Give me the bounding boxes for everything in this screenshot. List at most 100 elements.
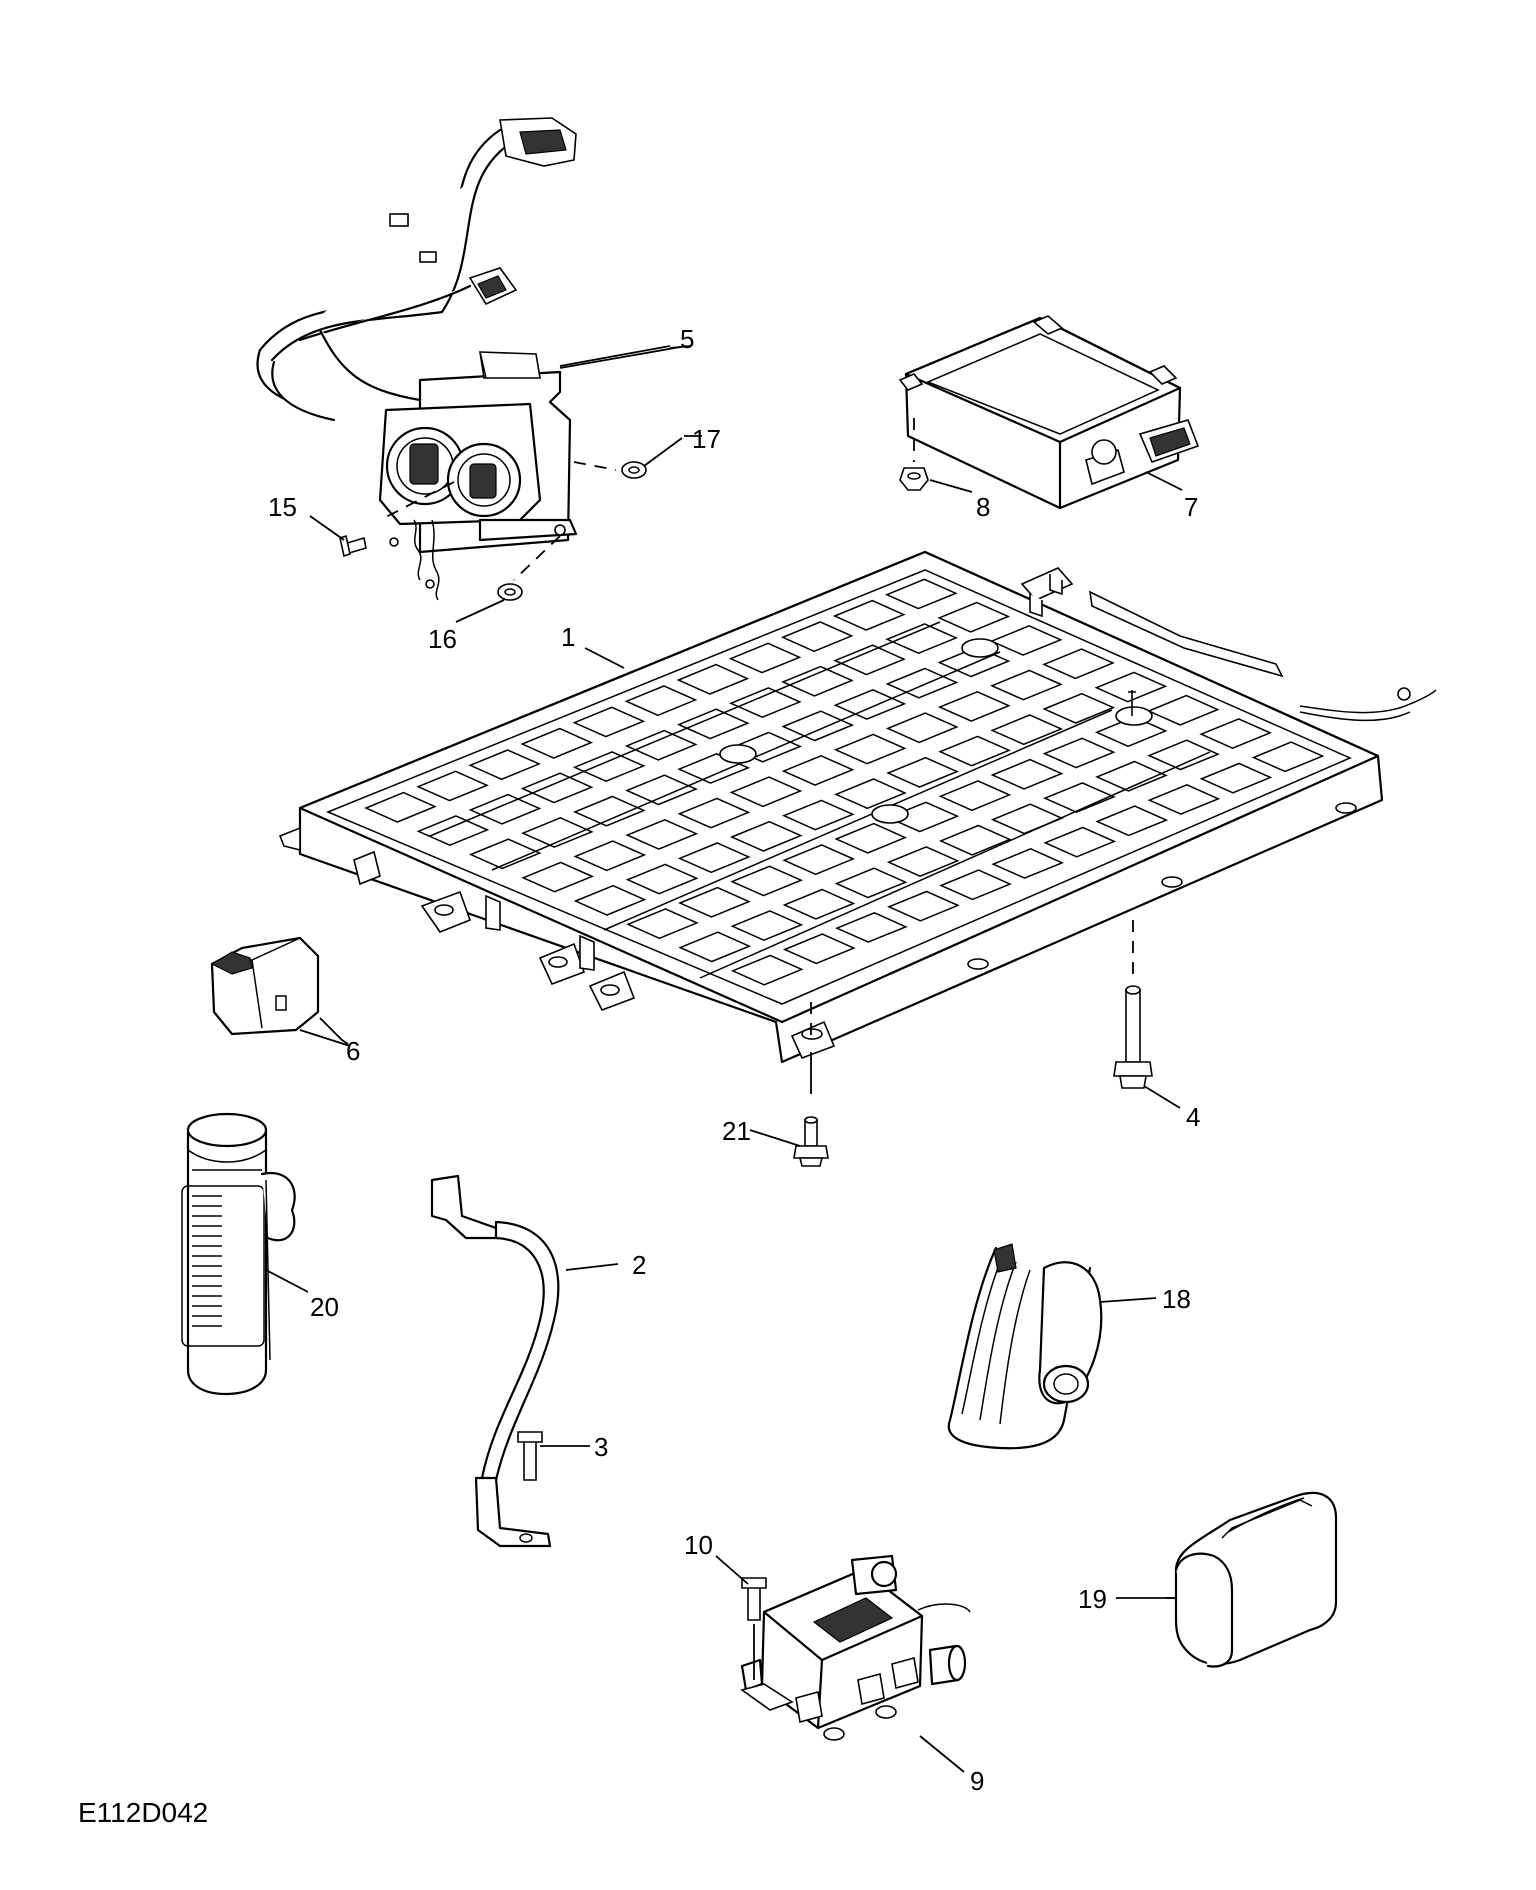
battery-cell-pad	[991, 847, 1065, 879]
battery-cell-pad	[834, 822, 908, 854]
callout-21: 21	[722, 1116, 751, 1146]
figure-reference: E112D042	[78, 1797, 208, 1828]
battery-cell-pad	[468, 749, 542, 781]
battery-cell-pad	[573, 840, 647, 872]
battery-cell-pad	[520, 816, 594, 848]
callout-6: 6	[346, 1036, 360, 1066]
battery-cell-pad	[468, 793, 542, 825]
battery-cell-pad	[1094, 671, 1168, 703]
battery-cell-pad	[832, 599, 906, 631]
callout-1: 1	[561, 622, 575, 652]
alignment-lines	[379, 418, 1134, 1680]
battery-cell-pad	[833, 644, 906, 676]
battery-cell-pad	[782, 933, 856, 965]
valve-assembly	[740, 1554, 971, 1741]
callout-2: 2	[632, 1250, 646, 1280]
cylindrical-accessory	[181, 1112, 296, 1396]
battery-cell-pad	[885, 667, 959, 699]
battery-cell-pad	[730, 954, 804, 986]
edge-mounting-tabs	[420, 802, 1357, 1060]
battery-cell-pad	[728, 687, 802, 719]
battery-cell-pad	[1251, 741, 1325, 773]
battery-cell-pad	[676, 708, 750, 740]
battery-cell-pad	[625, 863, 699, 895]
battery-cell-pad	[468, 838, 542, 870]
battery-pack	[278, 550, 1437, 1064]
battery-cell-pad	[572, 795, 646, 827]
pack-connector	[1020, 567, 1437, 722]
battery-cell-pad	[1042, 648, 1115, 680]
callout-16: 16	[428, 624, 457, 654]
battery-cell-pad	[573, 884, 647, 916]
charge-port-assembly	[256, 117, 578, 601]
battery-cell-grid	[364, 578, 1325, 986]
screw-10	[741, 1577, 767, 1621]
nut-8	[899, 467, 929, 491]
battery-cell-pad	[938, 735, 1012, 767]
battery-cell-pad	[521, 861, 595, 893]
battery-cell-pad	[728, 642, 802, 674]
battery-cell-pad	[937, 690, 1011, 722]
short-bolt	[793, 1116, 829, 1167]
battery-cell-pad	[677, 842, 751, 874]
battery-cell-pad	[1199, 718, 1273, 750]
battery-cell-pad	[520, 727, 594, 759]
callout-10: 10	[684, 1530, 713, 1560]
battery-cell-pad	[939, 869, 1012, 901]
battery-cell-pad	[520, 772, 594, 804]
battery-cell-pad	[624, 685, 698, 717]
battery-cell-pad	[938, 780, 1012, 812]
battery-cell-pad	[937, 601, 1011, 633]
cable-strap	[430, 1174, 560, 1548]
callout-18: 18	[1162, 1284, 1191, 1314]
battery-cell-pad	[416, 815, 490, 847]
battery-cell-pad	[416, 770, 489, 802]
bolt-3	[517, 1431, 543, 1481]
callout-8: 8	[976, 492, 990, 522]
battery-cell-pad	[1146, 694, 1220, 726]
battery-cell-pad	[887, 890, 960, 922]
battery-cell-pad	[1095, 805, 1169, 837]
nut-17	[621, 461, 647, 479]
battery-cell-pad	[572, 751, 646, 783]
battery-cell-pad	[626, 908, 699, 940]
battery-cell-pad	[780, 621, 854, 653]
battery-cell-pad	[990, 714, 1064, 746]
battery-cell-pad	[364, 791, 437, 823]
battery-cell-pad	[886, 846, 960, 878]
battery-cell-pad	[1199, 762, 1273, 794]
callout-19: 19	[1078, 1584, 1107, 1614]
callout-5: 5	[680, 324, 694, 354]
battery-cell-pad	[834, 867, 908, 899]
battery-cell-pad	[1042, 782, 1116, 814]
battery-cell-pad	[886, 801, 960, 833]
control-module	[898, 315, 1200, 510]
battery-cell-pad	[678, 886, 751, 918]
battery-cell-pad	[885, 712, 959, 744]
leader-lines	[265, 345, 1183, 1773]
battery-cell-pad	[782, 844, 856, 876]
battery-cell-pad	[676, 663, 750, 695]
callout-3: 3	[594, 1432, 608, 1462]
battery-cell-pad	[782, 888, 856, 920]
battery-cell-pad	[1147, 783, 1221, 815]
battery-cell-pad	[989, 669, 1063, 701]
callout-20: 20	[310, 1292, 339, 1322]
battery-cell-pad	[1095, 760, 1168, 792]
callout-15: 15	[268, 492, 297, 522]
battery-cell-pad	[624, 729, 698, 761]
callout-4: 4	[1186, 1102, 1200, 1132]
battery-cell-pad	[781, 665, 854, 697]
battery-cell-pad	[834, 778, 907, 810]
battery-cell-pad	[729, 820, 803, 852]
vent-grille	[192, 1195, 222, 1327]
battery-cell-pad	[677, 797, 751, 829]
battery-cell-pad	[1042, 692, 1116, 724]
battery-cell-pad	[989, 624, 1063, 656]
top-mounting-bosses	[719, 638, 1153, 824]
battery-cell-pad	[781, 754, 855, 786]
battery-cell-pad	[885, 623, 959, 655]
battery-cell-pad	[990, 758, 1064, 790]
battery-cell-pad	[781, 799, 855, 831]
